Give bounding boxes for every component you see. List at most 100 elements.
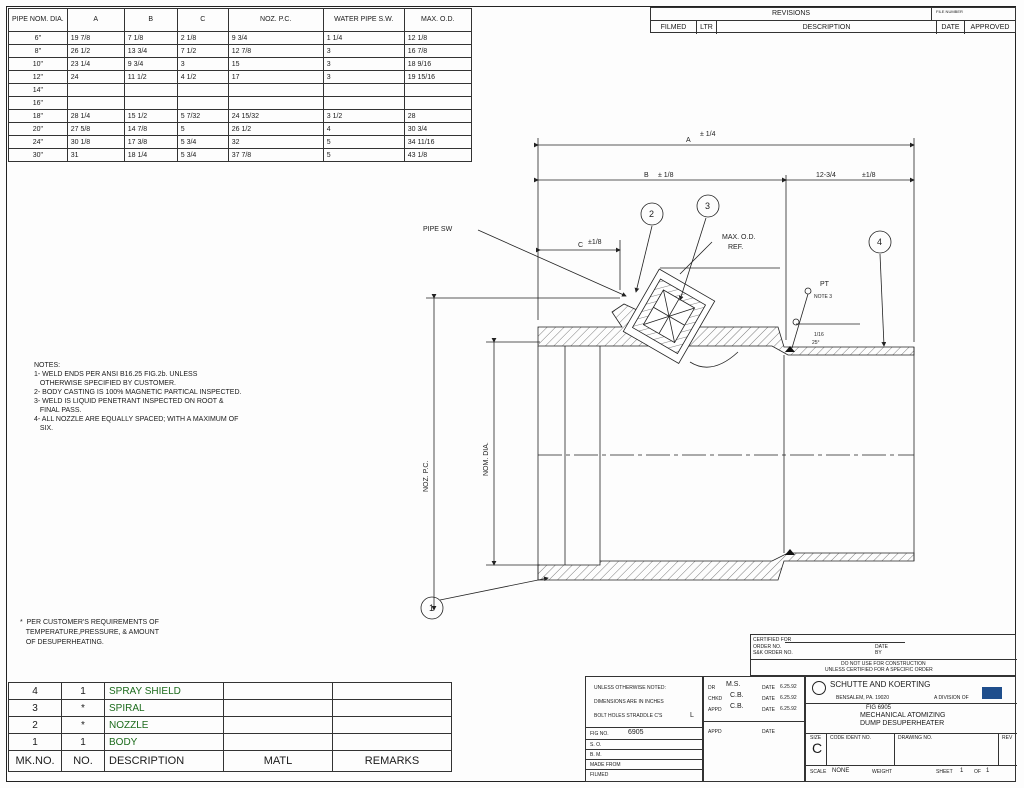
rev-label: REV	[1002, 735, 1013, 741]
size-value: C	[812, 740, 823, 756]
dims-inches-text: DIMENSIONS ARE IN INCHES	[594, 699, 664, 705]
appd2-label: APPD	[708, 729, 722, 735]
bom-row: 3*SPIRAL	[8, 699, 452, 717]
code-ident-label: CODE IDENT NO.	[830, 735, 872, 741]
file-number-label: FILE NUMBER	[936, 9, 963, 14]
revisions-header-row: FILMED LTR DESCRIPTION DATE APPROVED	[651, 20, 1015, 34]
balloon-1	[420, 596, 444, 620]
customer-note-line: TEMPERATURE,PRESSURE, & AMOUNT	[20, 629, 159, 636]
nozzle-assembly	[622, 268, 716, 364]
note-1: 1- WELD ENDS PER ANSI B16.25 FIG.2b. UNL…	[34, 371, 198, 387]
dr-label: DR	[708, 685, 716, 691]
fig-no-label: FIG NO.	[590, 731, 609, 737]
title-block-approvals: DR M.S. DATE 6.25.92 CHKD C.B. DATE 6.25…	[703, 676, 806, 782]
dim-c-tol: ±1/8	[588, 239, 602, 246]
customer-note-line: * PER CUSTOMER'S REQUIREMENTS OF	[20, 619, 159, 626]
appd2-date-label: DATE	[762, 729, 775, 735]
col-noz-pc: NOZ. P.C.	[227, 8, 324, 32]
bom-remarks	[332, 699, 452, 717]
sheet-label: SHEET	[936, 769, 953, 775]
order-date-label: DATE	[875, 644, 888, 650]
chkd-date-label: DATE	[762, 696, 775, 702]
bom-remarks	[332, 682, 452, 700]
order-no-label: ORDER NO.	[753, 644, 782, 650]
title-block-notes: UNLESS OTHERWISE NOTED: DIMENSIONS ARE I…	[585, 676, 704, 782]
appd-date: 6.25.92	[780, 706, 797, 712]
sheet-total: 1	[986, 768, 990, 774]
bom-row: 2*NOZZLE	[8, 716, 452, 734]
order-by-label: BY	[875, 650, 882, 656]
bom-matl	[223, 733, 333, 751]
bom-col-description: DESCRIPTION	[104, 750, 224, 772]
dr-date-label: DATE	[762, 685, 775, 691]
sheet-number: 1	[960, 768, 964, 774]
max-od-label: MAX. O.D.	[722, 234, 756, 241]
bom-qty: 1	[61, 733, 105, 751]
bom-qty: *	[61, 699, 105, 717]
dim-b-tol: ± 1/8	[658, 172, 674, 179]
pipe-table-row: 16"	[8, 96, 472, 110]
weight-label: WEIGHT	[872, 769, 892, 775]
chkd-name: C.B.	[730, 692, 744, 699]
bom-qty: 1	[61, 682, 105, 700]
rev-col-filmed: FILMED	[651, 21, 697, 34]
size-label: SIZE	[810, 735, 822, 741]
bom-mkno: 2	[8, 716, 62, 734]
notes-heading: NOTES:	[34, 362, 61, 369]
col-water-pipe-sw: WATER PIPE S.W.	[322, 8, 405, 32]
col-a: A	[66, 8, 125, 32]
company-logo-icon	[812, 681, 826, 695]
dim-b-label: B	[644, 172, 649, 179]
filmed-label: FILMED	[590, 772, 609, 778]
company-name: SCHUTTE AND KOERTING	[830, 680, 931, 689]
chkd-label: CHKD	[708, 696, 723, 702]
pipe-table-header: PIPE NOM. DIA. A B C NOZ. P.C. WATER PIP…	[8, 8, 472, 32]
chkd-date: 6.25.92	[780, 695, 797, 701]
balloon-3-num: 3	[705, 201, 710, 211]
bom-description: NOZZLE	[104, 716, 224, 734]
body-bottom-wall	[537, 552, 915, 581]
scale-label: SCALE	[810, 769, 827, 775]
bom-header-row: MK.NO. NO. DESCRIPTION MATL REMARKS	[8, 750, 452, 772]
note-4: 4- ALL NOZZLE ARE EQUALLY SPACED; WITH A…	[34, 416, 239, 432]
sheet-border	[6, 6, 1016, 782]
rev-col-approved: APPROVED	[970, 24, 1010, 31]
title-block-main: SCHUTTE AND KOERTING BENSALEM, PA. 19020…	[805, 676, 1017, 782]
spray-shield	[689, 351, 739, 368]
not-for-construction: DO NOT USE FOR CONSTRUCTION	[841, 661, 926, 667]
bom-mkno: 4	[8, 682, 62, 700]
made-from-label: MADE FROM	[590, 762, 621, 768]
dr-name: M.S.	[726, 681, 741, 688]
dr-date: 6.25.92	[780, 684, 797, 690]
max-od-ref: REF.	[728, 244, 743, 251]
general-notes: NOTES: 1- WELD ENDS PER ANSI B16.25 FIG.…	[34, 361, 264, 433]
body-top-wall	[537, 303, 915, 356]
unless-noted-text: UNLESS OTHERWISE NOTED:	[594, 685, 666, 691]
bom-matl	[223, 699, 333, 717]
bm-label: B. M.	[590, 752, 602, 758]
bom-matl	[223, 716, 333, 734]
note3-label: NOTE 3	[814, 294, 832, 300]
division-logo-icon	[982, 687, 1002, 699]
sheet-of-label: OF	[974, 769, 981, 775]
bom-matl	[223, 682, 333, 700]
pipe-dimension-table: PIPE NOM. DIA. A B C NOZ. P.C. WATER PIP…	[8, 8, 472, 162]
customer-note-line: OF DESUPERHEATING.	[20, 639, 104, 646]
balloon-4	[868, 230, 892, 254]
so-label: S. O.	[590, 742, 602, 748]
pipe-table-cell: 18 1/4	[123, 148, 178, 162]
dim-a-label: A	[686, 137, 691, 144]
revisions-title: REVISIONS	[771, 10, 811, 17]
bolt-holes-mark: L	[690, 712, 694, 719]
bolt-holes-text: BOLT HOLES STRADDLE C'S	[594, 713, 663, 719]
appd-name: C.B.	[730, 703, 744, 710]
bom-mkno: 3	[8, 699, 62, 717]
bevel-angle: 1/16	[814, 332, 824, 338]
